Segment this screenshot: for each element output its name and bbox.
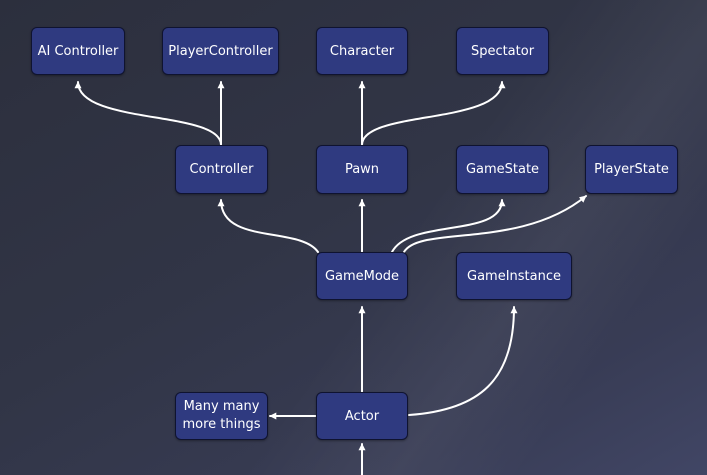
node-controller: Controller [175, 145, 268, 194]
edge-pawn-to-spectator [361, 81, 506, 146]
edge-controller-to-ai-controller [74, 81, 222, 146]
node-character: Character [316, 27, 408, 75]
node-player-controller: PlayerController [162, 27, 279, 75]
node-label: GameState [465, 162, 540, 177]
edge-gamemode-to-playerstate [403, 195, 587, 253]
node-label: Spectator [470, 43, 535, 59]
node-label: Actor [344, 408, 380, 424]
node-label: GameMode [324, 268, 400, 284]
node-label: Controller [189, 162, 254, 177]
node-game-state: GameState [456, 145, 549, 194]
node-actor: Actor [316, 392, 408, 440]
node-ai-controller: AI Controller [31, 27, 125, 75]
edge-actor-to-gameinstance [408, 306, 518, 416]
node-many-more-things: Many many more things [175, 392, 268, 440]
node-label: AI Controller [37, 43, 119, 59]
node-label: GameInstance [467, 268, 561, 284]
node-label: PlayerController [168, 43, 273, 59]
node-spectator: Spectator [456, 27, 549, 75]
edge-gamemode-to-gamestate [391, 199, 506, 253]
node-pawn: Pawn [316, 145, 408, 194]
node-game-instance: GameInstance [456, 252, 572, 300]
node-label: Character [329, 43, 395, 59]
node-game-mode: GameMode [316, 252, 408, 300]
node-label: Pawn [344, 162, 380, 177]
node-label: PlayerState [594, 162, 669, 177]
node-player-state: PlayerState [585, 145, 678, 194]
edge-gamemode-to-controller [217, 199, 319, 253]
node-label: Many many more things [182, 399, 261, 432]
